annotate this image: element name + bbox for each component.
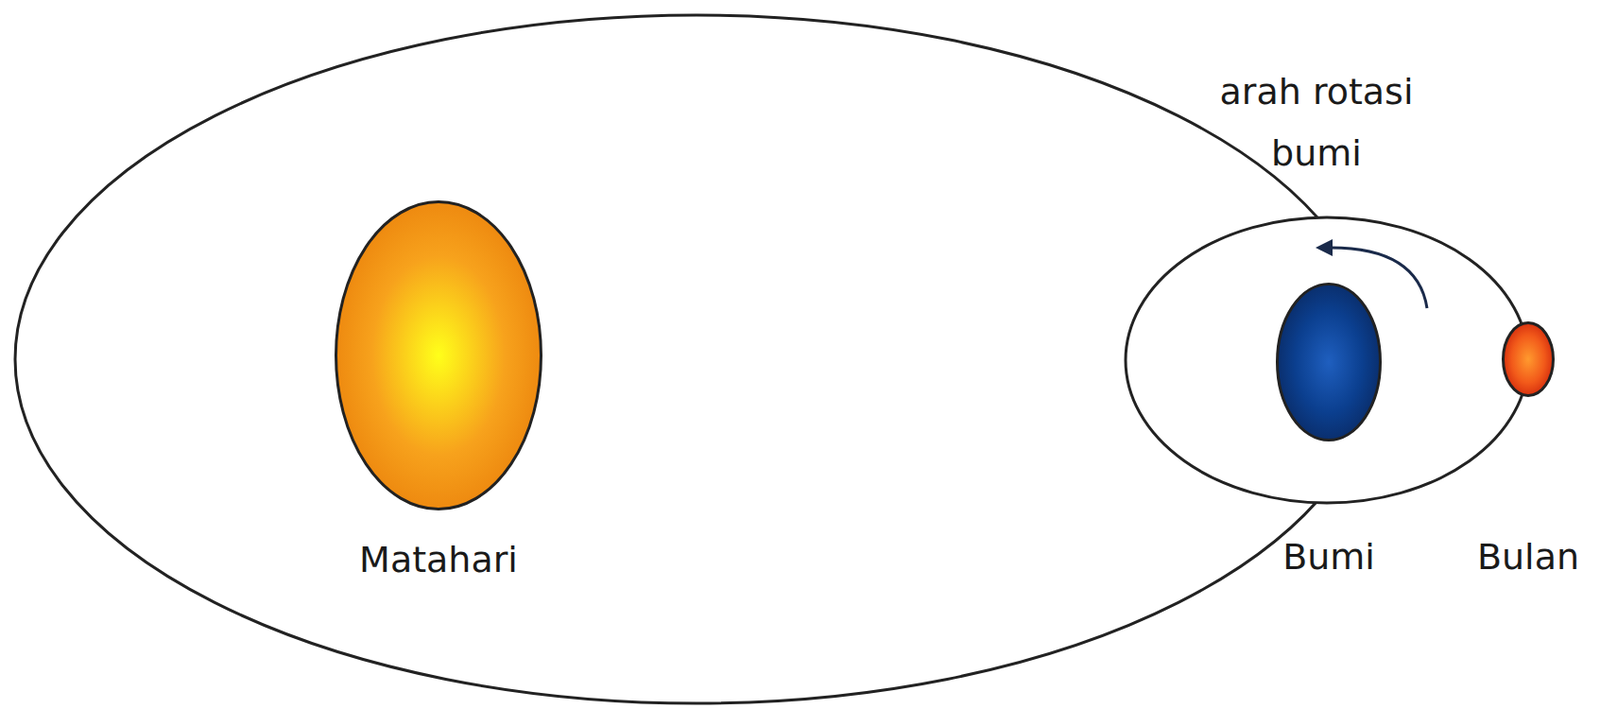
body-label: Bulan [1477,535,1580,578]
moon-circle-fill [1503,323,1554,396]
body-label: Matahari [359,538,518,581]
sun-circle: Matahari [334,200,543,511]
earth-circle-shape [1275,282,1382,442]
moon-circle-shape [1501,321,1555,397]
sun-circle-shape [334,200,543,511]
body-label: Bumi [1282,535,1376,578]
moon-orbit [1125,217,1529,503]
sun-circle-fill [336,202,542,510]
earth-circle: Bumi [1275,282,1382,442]
rotation-label: arah rotasi bumi [1198,61,1435,185]
moon-circle: Bulan [1501,321,1555,397]
rotation-arrowhead [1315,239,1333,257]
earth-circle-fill [1277,284,1381,441]
